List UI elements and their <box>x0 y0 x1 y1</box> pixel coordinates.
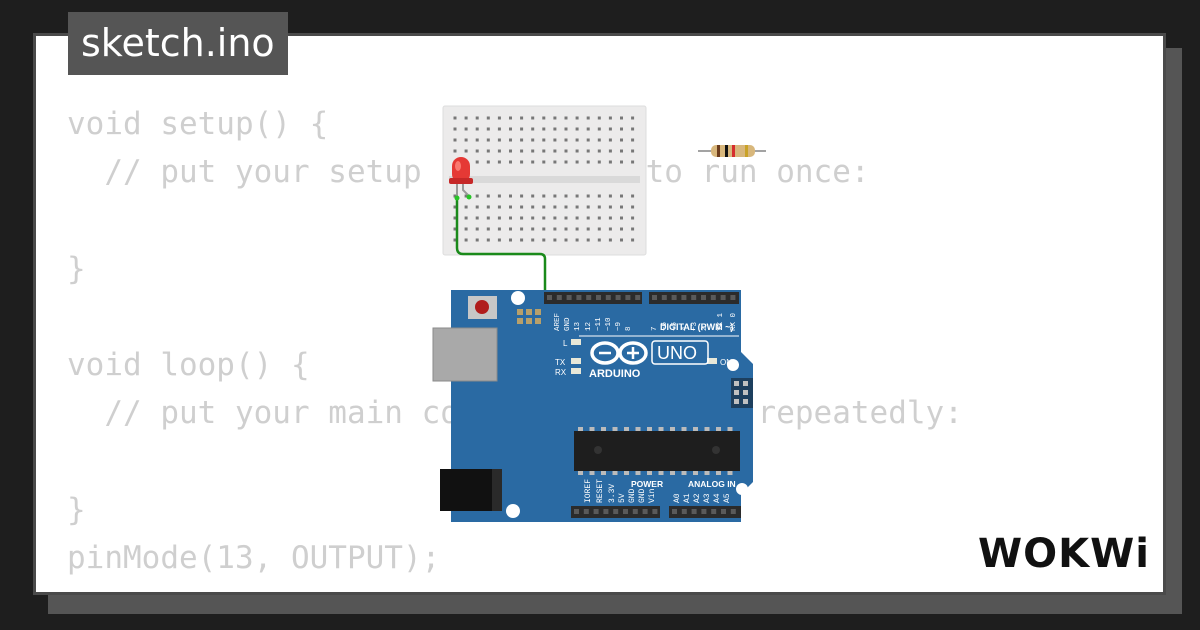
pin-label: 4 <box>681 326 689 331</box>
digital-label: DIGITAL (PWM ~) <box>660 322 733 332</box>
uno-model: UNO <box>657 343 697 363</box>
pin-label: RX 0 <box>730 312 738 331</box>
led-tx-label: TX <box>555 358 566 367</box>
pin-label: ~11 <box>595 317 603 331</box>
pin-label: 13 <box>574 321 582 331</box>
red-led[interactable] <box>449 157 473 198</box>
analog-pin-label: A0 <box>673 493 682 503</box>
pin-label: TX 1 <box>717 312 725 331</box>
reset-button[interactable] <box>468 296 497 319</box>
led-l-label: L <box>563 339 568 348</box>
arduino-brand: ARDUINO <box>589 368 641 380</box>
on-label: ON <box>720 358 732 367</box>
logo-text: WOKWi <box>978 531 1150 577</box>
analog-pin-label: A2 <box>693 493 702 503</box>
power-pin-label: RESET <box>596 479 605 503</box>
resistor[interactable] <box>698 145 766 157</box>
wokwi-logo: WOKWi <box>978 531 1150 577</box>
analog-pin-label: A1 <box>683 493 692 503</box>
power-label: POWER <box>631 479 663 489</box>
pin-label: GND <box>564 317 572 331</box>
power-pin-label: GND <box>628 488 637 503</box>
pin-label: ~5 <box>671 321 679 331</box>
code-line: } <box>67 491 86 528</box>
arduino-logo-icon <box>590 341 648 365</box>
pin-label: AREF <box>554 313 562 331</box>
pin-label: 2 <box>701 326 709 331</box>
power-pin-label: Vin <box>648 488 657 503</box>
power-pin-label: IOREF <box>584 479 593 503</box>
led-rx-label: RX <box>555 368 567 377</box>
wire[interactable] <box>454 194 579 299</box>
breadboard[interactable] <box>442 105 647 256</box>
code-line: } <box>67 250 86 287</box>
microcontroller-chip <box>574 427 740 475</box>
pin-label: ~6 <box>661 321 669 331</box>
pin-label: 12 <box>585 322 593 331</box>
power-pin-label: 3.3V <box>608 484 617 503</box>
code-line: void setup() { <box>67 106 329 142</box>
code-line: pinMode(13, OUTPUT); <box>67 539 441 576</box>
analog-pin-label: A5 <box>723 493 732 503</box>
analog-pin-label: A4 <box>713 493 722 503</box>
analog-pin-label: A3 <box>703 493 712 503</box>
pin-label: 8 <box>625 326 633 331</box>
pin-label: ~10 <box>605 317 613 331</box>
power-pin-label: GND <box>638 488 647 503</box>
pin-label: 7 <box>651 326 659 331</box>
file-title-tab[interactable]: sketch.ino <box>68 12 288 75</box>
pin-label: ~3 <box>691 321 699 331</box>
power-pin-label: 5V <box>618 493 627 503</box>
code-line: void loop() { <box>67 347 310 384</box>
pin-label: ~9 <box>615 322 623 331</box>
analog-label: ANALOG IN <box>688 479 736 489</box>
